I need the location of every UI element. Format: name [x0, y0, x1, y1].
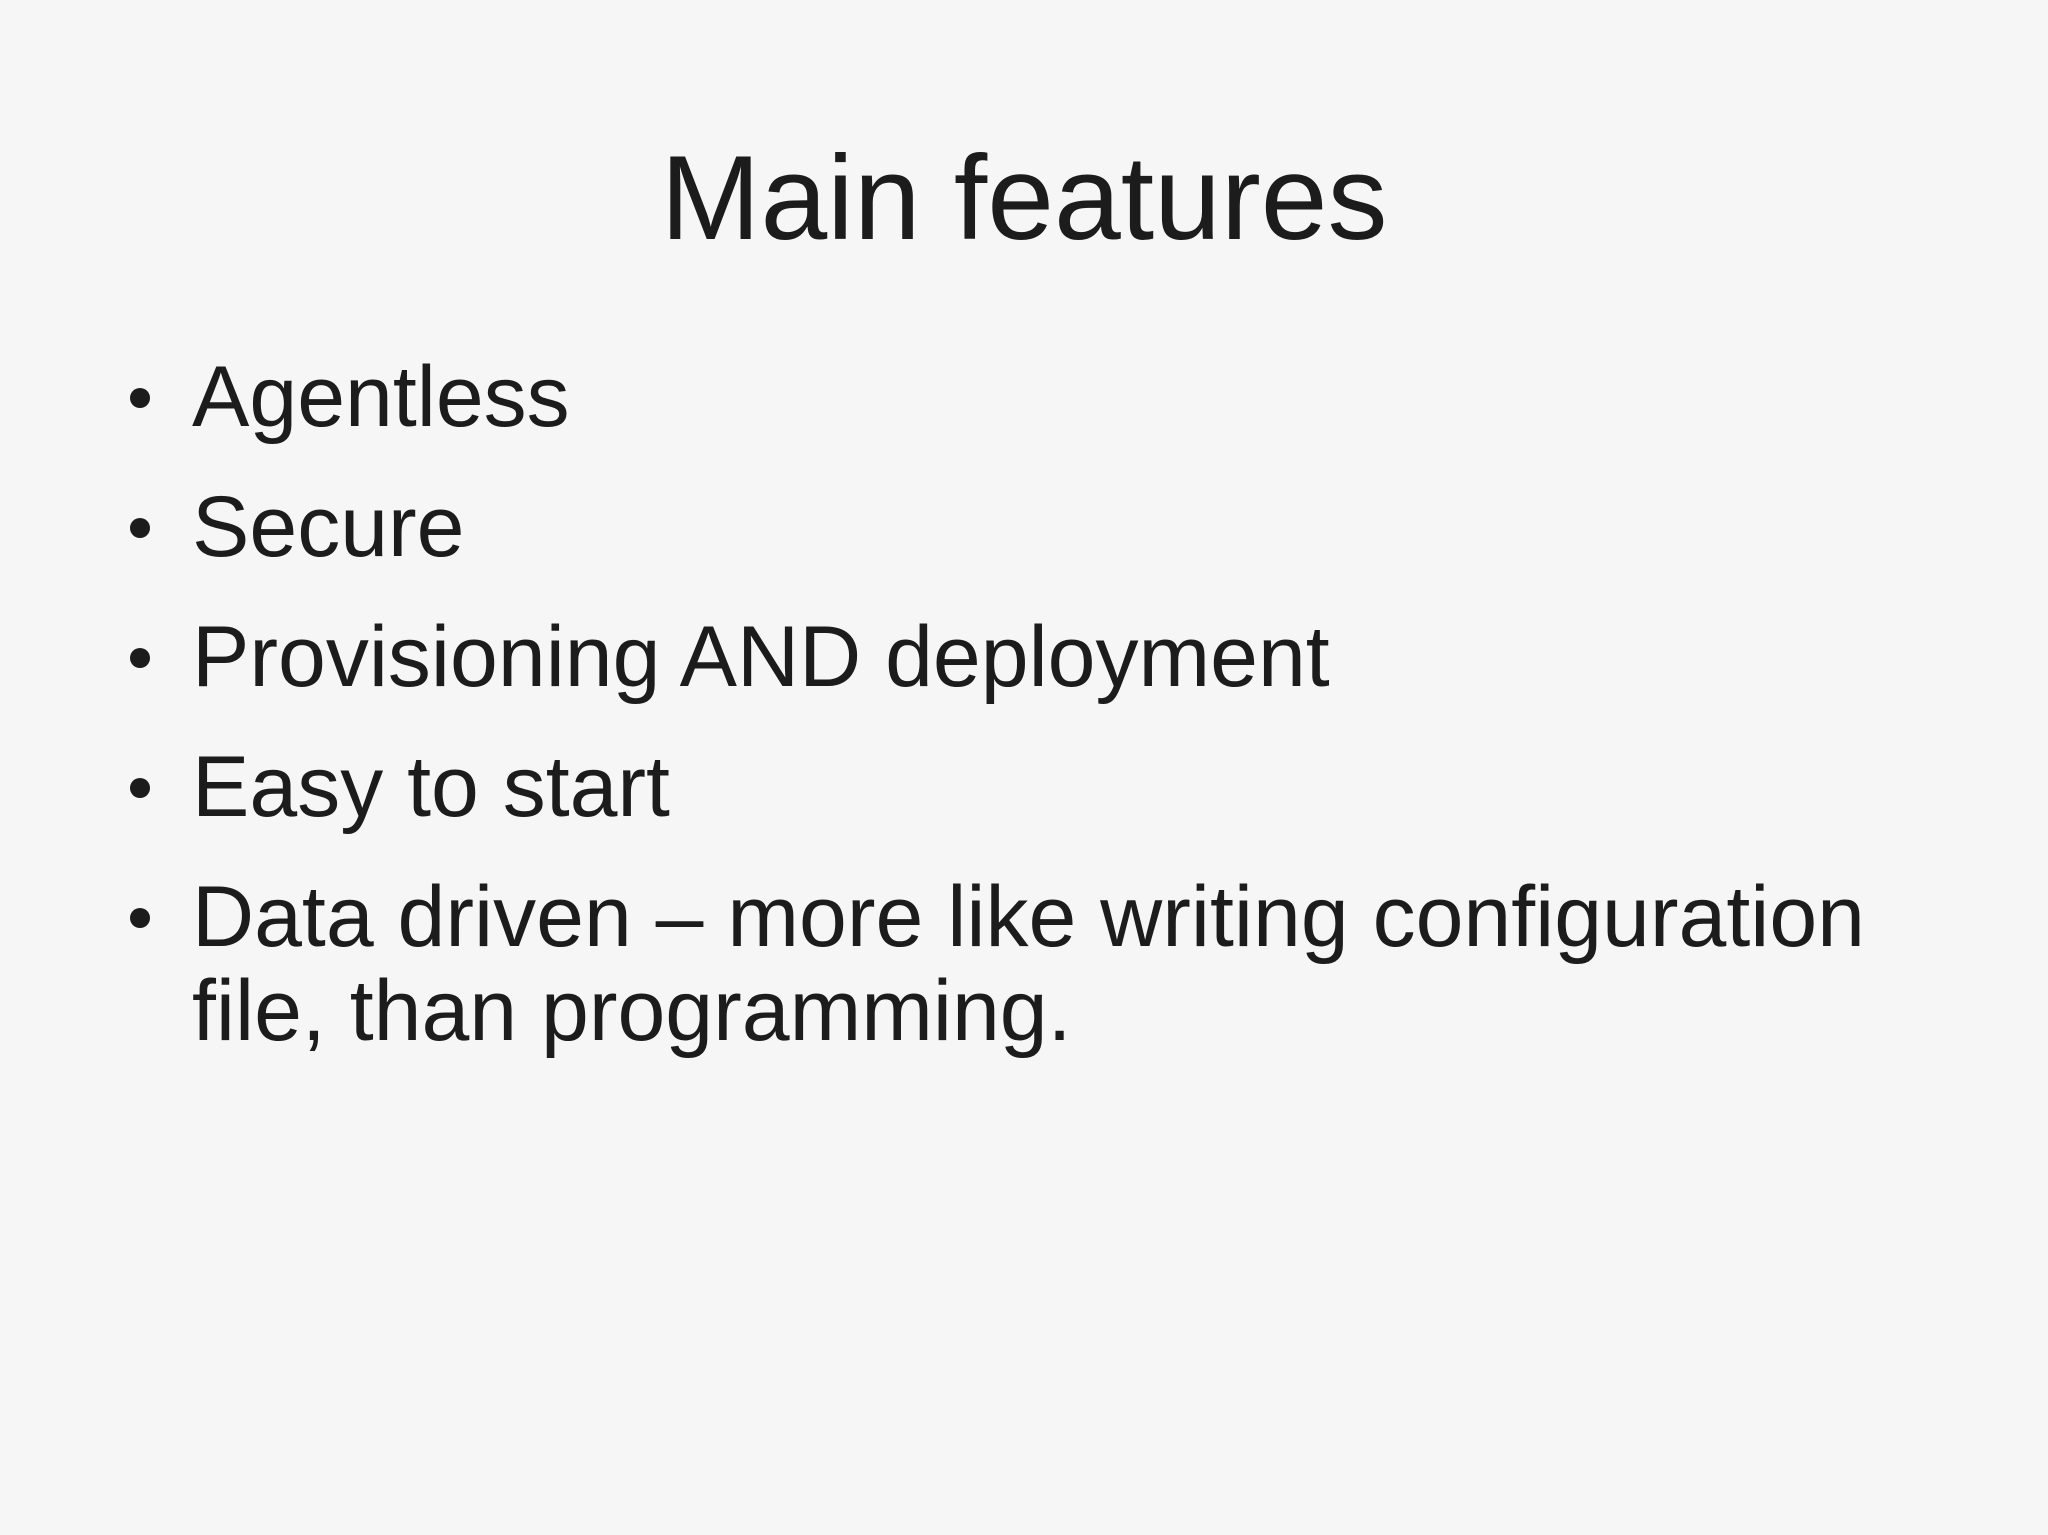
bullet-dot-icon: [130, 908, 150, 928]
bullet-item-easy-to-start: Easy to start: [120, 740, 1920, 834]
bullet-text: Easy to start: [192, 739, 670, 835]
bullet-dot-icon: [130, 518, 150, 538]
bullet-text: Data driven – more like writing configur…: [192, 869, 1866, 1059]
bullet-item-provisioning: Provisioning AND deployment: [120, 610, 1920, 704]
bullet-item-data-driven: Data driven – more like writing configur…: [120, 870, 1920, 1058]
bullet-dot-icon: [130, 778, 150, 798]
slide-title: Main features: [660, 131, 1388, 265]
bullet-text: Provisioning AND deployment: [192, 609, 1330, 705]
bullet-text: Secure: [192, 479, 465, 575]
bullet-dot-icon: [130, 648, 150, 668]
bullet-dot-icon: [130, 388, 150, 408]
bullet-list: Agentless Secure Provisioning AND deploy…: [120, 350, 1920, 1094]
bullet-item-agentless: Agentless: [120, 350, 1920, 444]
bullet-text: Agentless: [192, 349, 570, 445]
bullet-item-secure: Secure: [120, 480, 1920, 574]
